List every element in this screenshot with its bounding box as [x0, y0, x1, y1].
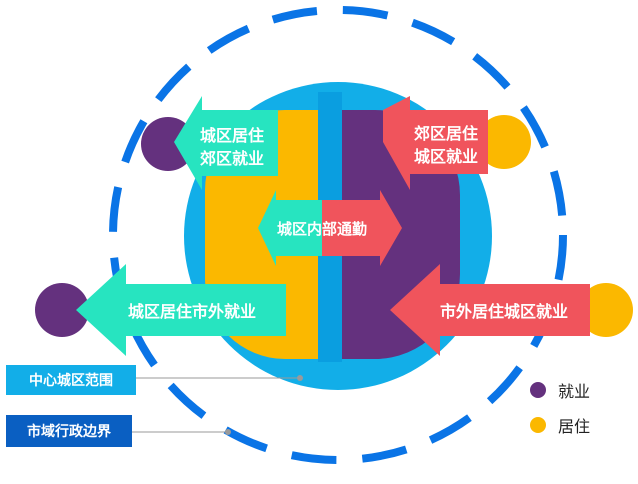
employment-legend-dot	[530, 382, 546, 398]
city-boundary-ring	[109, 6, 567, 464]
residence-legend-label: 居住	[558, 417, 591, 436]
residence-dot-upper-right	[477, 115, 531, 169]
arrow-ur-label-line1: 郊区居住	[414, 124, 478, 143]
arrow-ul-label-line1: 城区居住	[200, 126, 264, 145]
urban-live-outside-work-arrow	[76, 264, 286, 356]
inner-commute-label-right: 部通勤	[322, 220, 367, 238]
urban-live-suburb-work-arrow	[174, 96, 278, 190]
arrow-ur-label-line2: 城区就业	[414, 147, 478, 166]
arrow-ul-label-line2: 郊区就业	[200, 149, 264, 168]
legend-employment: 就业	[530, 378, 590, 402]
legend-residence: 居住	[530, 413, 590, 437]
arrow-lr-label: 市外居住城区就业	[440, 302, 568, 321]
city-boundary-tag: 市域行政边界	[6, 415, 132, 447]
center-area-tag-label: 中心城区范围	[29, 373, 113, 389]
employment-dot-lower-left	[35, 283, 89, 337]
inner-commute-arrow-left	[258, 190, 336, 266]
suburb-live-urban-work-arrow	[383, 96, 488, 190]
outside-live-urban-work-arrow	[390, 264, 590, 356]
center-area-leader-dot	[297, 375, 303, 381]
city-boundary-tag-label: 市域行政边界	[27, 424, 111, 440]
city-boundary-leader-dot	[225, 429, 231, 435]
arrow-ll-label: 城区居住市外就业	[128, 302, 256, 321]
center-area-tag: 中心城区范围	[6, 365, 136, 395]
inner-commute-arrow-right	[322, 190, 402, 266]
employment-legend-label: 就业	[558, 382, 591, 401]
residence-legend-dot	[530, 417, 546, 433]
residence-dot-lower-right	[579, 283, 633, 337]
inner-commute-label-left: 城区内	[277, 220, 322, 238]
